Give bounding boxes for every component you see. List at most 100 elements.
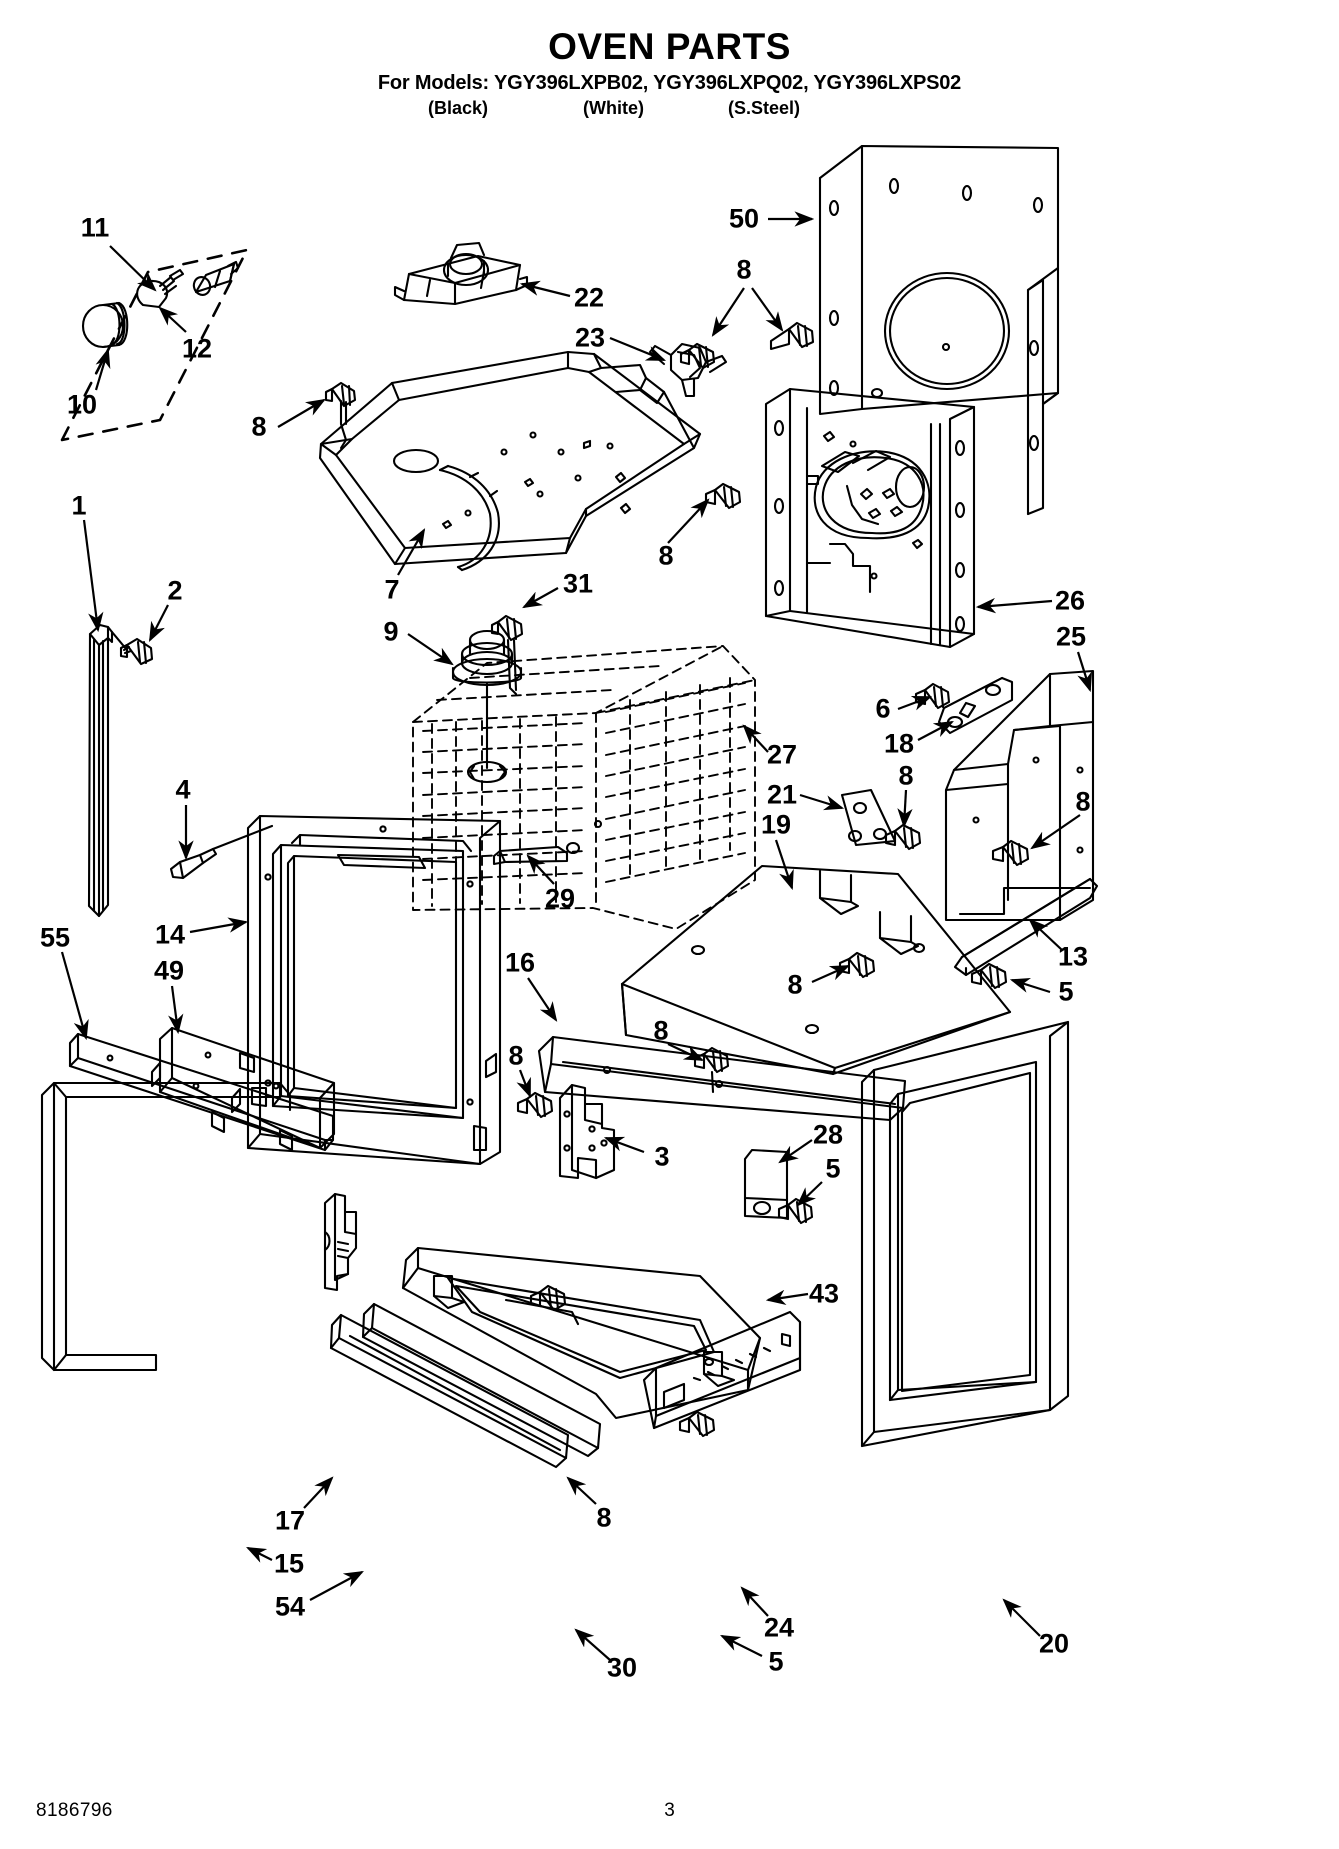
callout-number-25: 25	[1055, 621, 1087, 652]
callout-number-18: 18	[883, 728, 915, 759]
callout-number-5: 5	[825, 1153, 841, 1184]
leader-line	[527, 977, 558, 1022]
hinge-bracket-part-18	[937, 676, 1014, 735]
screw-part-8-bracket21	[884, 823, 922, 851]
light-socket-part	[192, 260, 240, 296]
callout-number-19: 19	[760, 809, 792, 840]
leader-line	[897, 789, 913, 829]
callout-number-12: 12	[181, 333, 213, 364]
callout-number-9: 9	[383, 616, 399, 647]
leader-line	[1002, 1598, 1041, 1637]
leader-line	[574, 1628, 611, 1661]
callout-number-27: 27	[766, 739, 798, 770]
light-bulb-part	[136, 268, 185, 309]
callout-number-30: 30	[606, 1652, 638, 1683]
leader-line	[519, 280, 571, 298]
callout-number-7: 7	[384, 574, 400, 605]
support-bracket-part-3	[558, 1083, 616, 1180]
page-header: OVEN PARTS For Models: YGY396LXPB02, YGY…	[0, 26, 1339, 121]
callout-number-6: 6	[875, 693, 891, 724]
leader-line	[975, 597, 1053, 614]
leader-lines	[60, 211, 1093, 1661]
screw-part-31	[490, 614, 524, 696]
broiler-pan-part-43	[401, 1246, 762, 1420]
color-variants-row: (Black) (White) (S.Steel)	[0, 97, 1339, 121]
leader-line	[189, 917, 249, 934]
callout-number-4: 4	[175, 774, 191, 805]
callout-number-55: 55	[39, 922, 71, 953]
leader-line	[566, 1476, 597, 1505]
callout-number-20: 20	[1038, 1628, 1070, 1659]
screw-part-8-panel25	[991, 839, 1030, 867]
leader-line	[246, 1547, 273, 1563]
screw-part-2	[110, 630, 154, 666]
screw-part-5-kick	[678, 1410, 716, 1438]
callout-number-28: 28	[812, 1119, 844, 1150]
screw-part-5-plate28	[777, 1197, 814, 1225]
leader-line	[277, 398, 326, 428]
latch-bracket-part-17	[323, 1192, 358, 1292]
callout-number-16: 16	[504, 947, 536, 978]
leader-line	[799, 793, 845, 811]
rear-panel-part-50	[818, 144, 1060, 516]
long-rail-part-54	[329, 1313, 570, 1469]
oven-cavity-part-27	[412, 645, 756, 930]
callout-number-43: 43	[808, 1278, 840, 1309]
leader-line	[109, 245, 157, 292]
callout-number-50: 50	[728, 203, 760, 234]
leader-line	[94, 347, 111, 391]
models-line: For Models: YGY396LXPB02, YGY396LXPQ02, …	[377, 72, 962, 94]
screw-part-8-panel26	[704, 482, 742, 510]
leader-line	[407, 633, 454, 666]
door-handle-part	[87, 623, 114, 918]
page-number: 3	[664, 1800, 675, 1821]
document-number: 8186796	[36, 1800, 113, 1821]
bottom-deck-part-19	[620, 864, 1012, 1076]
screw-part-8-top-left	[679, 342, 716, 370]
callout-number-14: 14	[154, 919, 186, 950]
door-gasket-part-15	[40, 1081, 292, 1372]
callout-number-5: 5	[768, 1646, 784, 1677]
leader-line	[796, 1181, 823, 1207]
burner-assembly-part-9	[451, 629, 523, 784]
color-label-ssteel: (S.Steel)	[728, 98, 801, 118]
screw-part-8-top-right	[769, 321, 815, 351]
callout-number-22: 22	[573, 282, 605, 313]
callout-number-2: 2	[167, 575, 183, 606]
callout-number-11: 11	[80, 212, 110, 243]
page-footer: 8186796 3	[0, 1800, 1339, 1830]
callout-number-8: 8	[1075, 786, 1091, 817]
screw-part-8-bracket3	[516, 1091, 554, 1119]
light-lens-part	[81, 301, 129, 349]
callout-number-8: 8	[251, 411, 267, 442]
kick-panel-part-24	[642, 1310, 802, 1430]
trim-rail-part-16	[537, 1035, 907, 1122]
callout-number-10: 10	[66, 389, 98, 420]
screw-part-8-pan43	[529, 1284, 567, 1312]
leader-line	[720, 1635, 763, 1657]
callout-number-31: 31	[562, 568, 594, 599]
right-panel-part-25	[944, 669, 1095, 922]
callout-number-13: 13	[1057, 941, 1089, 972]
callout-number-8: 8	[736, 254, 752, 285]
callout-number-15: 15	[273, 1548, 305, 1579]
color-label-white: (White)	[583, 98, 644, 118]
callout-number-49: 49	[153, 955, 185, 986]
leader-line	[526, 854, 555, 885]
leader-line	[740, 1586, 769, 1617]
callout-number-8: 8	[898, 760, 914, 791]
igniter-assembly-part-22	[393, 241, 529, 306]
leader-line	[778, 1139, 813, 1164]
callout-number-29: 29	[544, 883, 576, 914]
callout-number-5: 5	[1058, 976, 1074, 1007]
callout-number-21: 21	[766, 779, 798, 810]
oven-cavity-solid-details	[492, 819, 603, 866]
leader-line	[522, 587, 559, 609]
oven-door-part-20	[860, 1020, 1070, 1448]
leader-line	[309, 1570, 364, 1601]
callout-number-3: 3	[654, 1141, 670, 1172]
callout-number-8: 8	[596, 1502, 612, 1533]
